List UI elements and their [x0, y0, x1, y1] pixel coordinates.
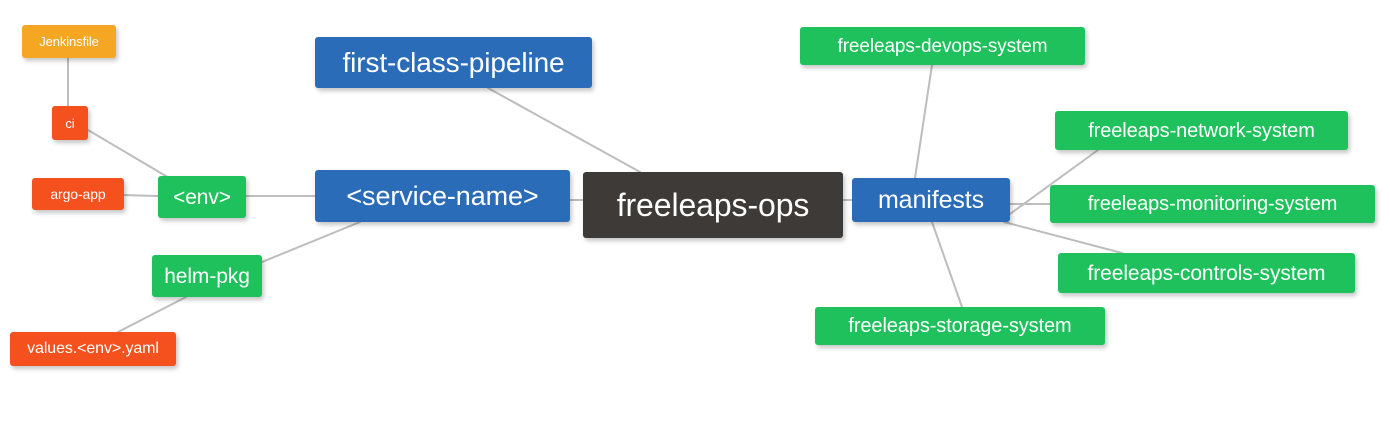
node-label-helm-pkg: helm-pkg — [164, 264, 250, 288]
edge-manifests-to-freeleaps-controls-system — [1003, 221, 1123, 254]
edge-manifests-to-freeleaps-storage-system — [931, 221, 963, 308]
node-freeleaps-devops-system[interactable]: freeleaps-devops-system — [800, 27, 1085, 65]
node-label-values-env-yaml: values.<env>.yaml — [27, 340, 159, 357]
node-label-freeleaps-storage-system: freeleaps-storage-system — [848, 315, 1072, 337]
node-label-freeleaps-devops-system: freeleaps-devops-system — [837, 35, 1048, 57]
node-helm-pkg[interactable]: helm-pkg — [152, 255, 262, 297]
edge-ci-to-env — [87, 129, 177, 183]
node-label-jenkinsfile: Jenkinsfile — [39, 34, 99, 49]
edge-argo-app-to-env — [123, 194, 159, 197]
node-freeleaps-ops[interactable]: freeleaps-ops — [583, 172, 843, 238]
node-ci[interactable]: ci — [52, 106, 88, 140]
node-label-argo-app: argo-app — [50, 186, 106, 202]
node-env[interactable]: <env> — [158, 176, 246, 218]
edge-helm-pkg-to-values-env-yaml — [117, 296, 187, 333]
edge-manifests-to-freeleaps-devops-system — [914, 64, 933, 179]
node-freeleaps-monitoring-system[interactable]: freeleaps-monitoring-system — [1050, 185, 1375, 223]
node-service-name[interactable]: <service-name> — [315, 170, 570, 222]
node-label-freeleaps-network-system: freeleaps-network-system — [1088, 119, 1315, 142]
node-label-freeleaps-monitoring-system: freeleaps-monitoring-system — [1087, 193, 1338, 215]
node-freeleaps-network-system[interactable]: freeleaps-network-system — [1055, 111, 1348, 150]
edge-first-class-pipeline-to-freeleaps-ops — [487, 87, 641, 173]
node-label-freeleaps-ops: freeleaps-ops — [616, 187, 810, 223]
node-label-ci: ci — [65, 115, 75, 131]
edge-service-name-to-helm-pkg — [261, 221, 361, 263]
node-label-manifests: manifests — [877, 185, 985, 214]
node-label-env: <env> — [173, 185, 231, 209]
node-jenkinsfile[interactable]: Jenkinsfile — [22, 25, 116, 58]
node-freeleaps-controls-system[interactable]: freeleaps-controls-system — [1058, 253, 1355, 293]
node-first-class-pipeline[interactable]: first-class-pipeline — [315, 37, 592, 88]
node-freeleaps-storage-system[interactable]: freeleaps-storage-system — [815, 307, 1105, 345]
node-values-env-yaml[interactable]: values.<env>.yaml — [10, 332, 176, 366]
node-label-freeleaps-controls-system: freeleaps-controls-system — [1087, 261, 1326, 285]
node-label-first-class-pipeline: first-class-pipeline — [342, 46, 565, 78]
node-argo-app[interactable]: argo-app — [32, 178, 124, 210]
node-label-service-name: <service-name> — [346, 180, 539, 211]
node-manifests[interactable]: manifests — [852, 178, 1010, 222]
